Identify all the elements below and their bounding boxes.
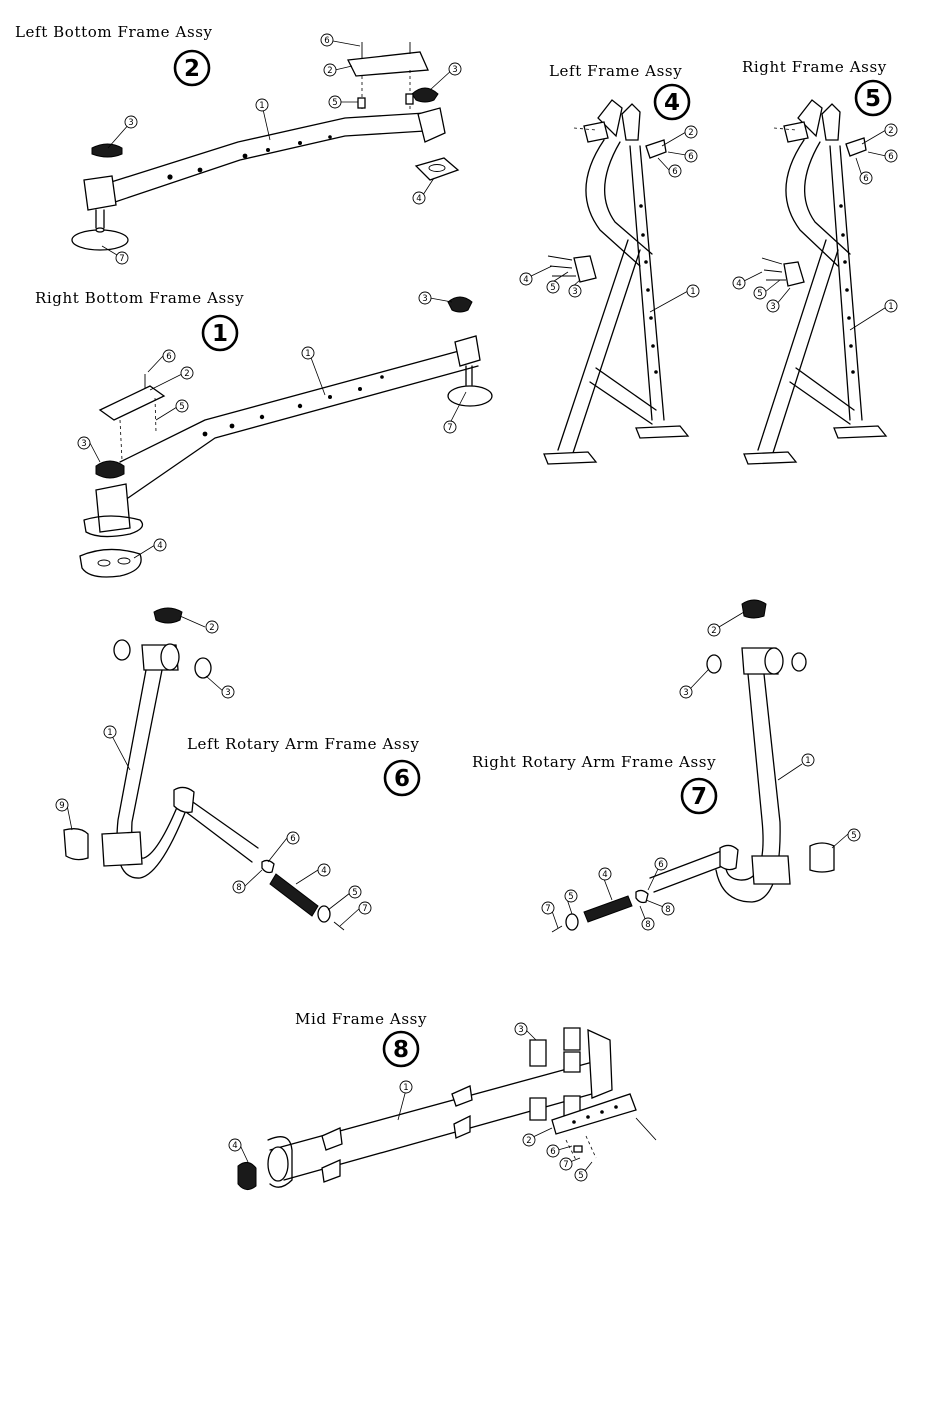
assembly-badge: 2 — [175, 51, 209, 85]
svg-text:6: 6 — [394, 766, 410, 792]
svg-text:8: 8 — [665, 905, 670, 915]
svg-text:5: 5 — [179, 402, 184, 412]
svg-text:1: 1 — [107, 728, 112, 738]
assembly-left-frame: Left Frame Assy 4 — [520, 62, 699, 464]
svg-text:6: 6 — [166, 352, 171, 362]
svg-text:8: 8 — [393, 1037, 409, 1063]
svg-text:8: 8 — [645, 920, 650, 930]
svg-text:2: 2 — [184, 369, 189, 379]
svg-text:4: 4 — [416, 194, 421, 204]
svg-text:7: 7 — [691, 784, 707, 810]
svg-text:4: 4 — [157, 541, 162, 551]
svg-text:7: 7 — [545, 904, 550, 914]
assembly-right-bottom-frame: Right Bottom Frame Assy 1 — [35, 289, 492, 577]
svg-text:3: 3 — [770, 302, 775, 312]
assembly-title: Right Frame Assy — [742, 58, 887, 76]
assembly-right-frame: Right Frame Assy 5 — [733, 58, 897, 464]
svg-text:4: 4 — [602, 870, 607, 880]
assembly-badge: 5 — [856, 81, 890, 115]
assembly-title: Left Frame Assy — [549, 62, 682, 80]
svg-text:6: 6 — [550, 1147, 555, 1157]
assembly-mid-frame: Mid Frame Assy 8 — [229, 1010, 656, 1190]
left-frame-drawing — [544, 100, 688, 464]
svg-text:5: 5 — [757, 289, 762, 299]
svg-text:2: 2 — [888, 126, 893, 136]
assembly-title: Right Bottom Frame Assy — [35, 289, 244, 307]
svg-text:5: 5 — [851, 831, 856, 841]
svg-text:1: 1 — [212, 321, 228, 347]
svg-text:3: 3 — [422, 294, 427, 304]
callouts: 2 6 6 4 5 3 1 — [520, 126, 699, 312]
svg-text:1: 1 — [305, 349, 310, 359]
mid-frame-drawing — [238, 1028, 656, 1190]
svg-text:5: 5 — [550, 283, 555, 293]
svg-text:1: 1 — [259, 101, 264, 111]
assembly-right-rotary-arm-frame: Right Rotary Arm Frame Assy 7 — [472, 600, 860, 932]
svg-text:3: 3 — [452, 65, 457, 75]
svg-text:4: 4 — [736, 279, 741, 289]
svg-text:7: 7 — [362, 904, 367, 914]
callouts: 3 1 6 2 5 3 7 4 — [78, 292, 466, 558]
callouts: 2 3 1 9 6 8 4 5 7 — [56, 616, 371, 926]
left-bottom-frame-drawing — [72, 42, 458, 250]
svg-text:3: 3 — [128, 118, 133, 128]
assembly-badge: 8 — [384, 1032, 418, 1066]
svg-text:2: 2 — [526, 1136, 531, 1146]
svg-text:6: 6 — [290, 834, 295, 844]
svg-text:7: 7 — [447, 423, 452, 433]
svg-text:9: 9 — [59, 801, 64, 811]
right-bottom-frame-drawing — [80, 297, 492, 577]
callouts: 2 6 6 4 5 3 1 — [733, 124, 897, 330]
assembly-left-bottom-frame: Left Bottom Frame Assy 2 — [15, 23, 461, 264]
svg-text:4: 4 — [232, 1141, 237, 1151]
svg-text:4: 4 — [664, 90, 680, 116]
assembly-title: Left Bottom Frame Assy — [15, 23, 213, 41]
svg-text:2: 2 — [688, 128, 693, 138]
assembly-badge: 1 — [203, 316, 237, 350]
svg-text:7: 7 — [119, 254, 124, 264]
svg-text:5: 5 — [568, 892, 573, 902]
callouts: 2 3 1 5 6 8 8 4 5 7 — [542, 612, 860, 930]
assembly-title: Left Rotary Arm Frame Assy — [187, 735, 420, 753]
svg-text:6: 6 — [658, 860, 663, 870]
assembly-badge: 6 — [385, 761, 419, 795]
svg-text:6: 6 — [688, 152, 693, 162]
svg-text:1: 1 — [690, 287, 695, 297]
assembly-left-rotary-arm-frame: Left Rotary Arm Frame Assy 6 — [56, 608, 420, 930]
svg-text:6: 6 — [863, 174, 868, 184]
right-frame-drawing — [744, 100, 886, 464]
svg-text:2: 2 — [711, 626, 716, 636]
assembly-badge: 4 — [655, 85, 689, 119]
svg-text:4: 4 — [523, 275, 528, 285]
svg-text:7: 7 — [563, 1160, 568, 1170]
assembly-badge: 7 — [682, 779, 716, 813]
svg-text:5: 5 — [578, 1171, 583, 1181]
svg-text:2: 2 — [209, 623, 214, 633]
svg-text:1: 1 — [805, 756, 810, 766]
svg-text:6: 6 — [672, 167, 677, 177]
svg-text:3: 3 — [518, 1025, 523, 1035]
svg-text:8: 8 — [236, 883, 241, 893]
svg-text:3: 3 — [225, 688, 230, 698]
svg-text:5: 5 — [865, 86, 881, 112]
left-rotary-arm-drawing — [64, 608, 344, 930]
assembly-title: Right Rotary Arm Frame Assy — [472, 753, 716, 771]
svg-text:4: 4 — [321, 866, 326, 876]
svg-text:6: 6 — [324, 36, 329, 46]
svg-text:1: 1 — [888, 302, 893, 312]
svg-text:5: 5 — [332, 98, 337, 108]
svg-text:3: 3 — [683, 688, 688, 698]
svg-text:6: 6 — [888, 152, 893, 162]
svg-text:3: 3 — [81, 439, 86, 449]
svg-text:2: 2 — [184, 56, 200, 82]
svg-text:1: 1 — [403, 1083, 408, 1093]
assembly-title: Mid Frame Assy — [295, 1010, 427, 1028]
svg-text:5: 5 — [352, 888, 357, 898]
svg-text:2: 2 — [327, 66, 332, 76]
svg-text:3: 3 — [572, 287, 577, 297]
